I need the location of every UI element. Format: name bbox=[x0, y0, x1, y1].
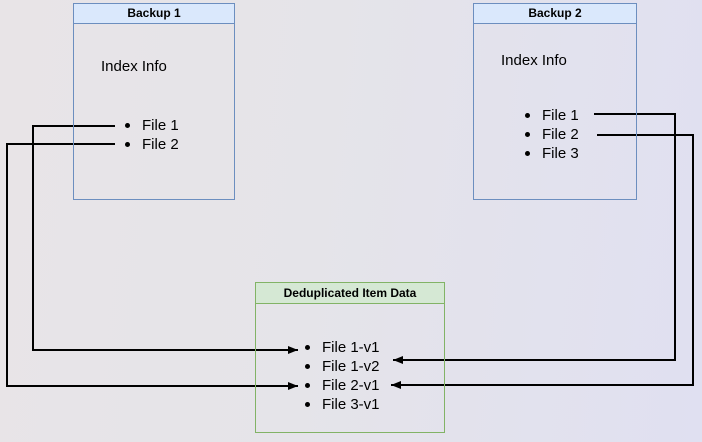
dedup-item-list: File 1-v1 File 1-v2 File 2-v1 File 3-v1 bbox=[256, 338, 444, 414]
bullet-icon bbox=[525, 113, 530, 118]
backup2-file-list: File 1 File 2 File 3 bbox=[474, 106, 636, 163]
dedup-file-2-v1-label: File 2-v1 bbox=[322, 377, 380, 394]
bullet-icon bbox=[305, 383, 310, 388]
dedup-file-1-v2-item: File 1-v2 bbox=[256, 357, 444, 376]
dedup-title: Deduplicated Item Data bbox=[256, 283, 444, 304]
backup1-file-1-item: File 1 bbox=[74, 116, 234, 135]
bullet-icon bbox=[305, 364, 310, 369]
backup2-file-3-item: File 3 bbox=[474, 144, 636, 163]
bullet-icon bbox=[125, 142, 130, 147]
dedup-file-2-v1-item: File 2-v1 bbox=[256, 376, 444, 395]
backup1-index-info-label: Index Info bbox=[101, 58, 167, 75]
backup2-box: Backup 2 Index Info File 1 File 2 File 3 bbox=[473, 3, 637, 200]
bullet-icon bbox=[305, 345, 310, 350]
backup1-file-2-label: File 2 bbox=[142, 136, 179, 153]
backup2-file-1-item: File 1 bbox=[474, 106, 636, 125]
backup1-box: Backup 1 Index Info File 1 File 2 bbox=[73, 3, 235, 200]
backup2-title: Backup 2 bbox=[474, 4, 636, 24]
backup1-file-list: File 1 File 2 bbox=[74, 116, 234, 154]
dedup-file-1-v1-label: File 1-v1 bbox=[322, 339, 380, 356]
bullet-icon bbox=[125, 123, 130, 128]
dedup-box: Deduplicated Item Data File 1-v1 File 1-… bbox=[255, 282, 445, 433]
bullet-icon bbox=[305, 402, 310, 407]
dedup-file-3-v1-item: File 3-v1 bbox=[256, 395, 444, 414]
dedup-file-1-v2-label: File 1-v2 bbox=[322, 358, 380, 375]
dedup-file-3-v1-label: File 3-v1 bbox=[322, 396, 380, 413]
backup2-file-3-label: File 3 bbox=[542, 145, 579, 162]
bullet-icon bbox=[525, 151, 530, 156]
backup1-file-2-item: File 2 bbox=[74, 135, 234, 154]
dedup-file-1-v1-item: File 1-v1 bbox=[256, 338, 444, 357]
backup2-index-info-label: Index Info bbox=[501, 52, 567, 69]
backup2-file-1-label: File 1 bbox=[542, 107, 579, 124]
bullet-icon bbox=[525, 132, 530, 137]
backup1-title: Backup 1 bbox=[74, 4, 234, 24]
backup2-file-2-item: File 2 bbox=[474, 125, 636, 144]
backup1-file-1-label: File 1 bbox=[142, 117, 179, 134]
backup2-file-2-label: File 2 bbox=[542, 126, 579, 143]
